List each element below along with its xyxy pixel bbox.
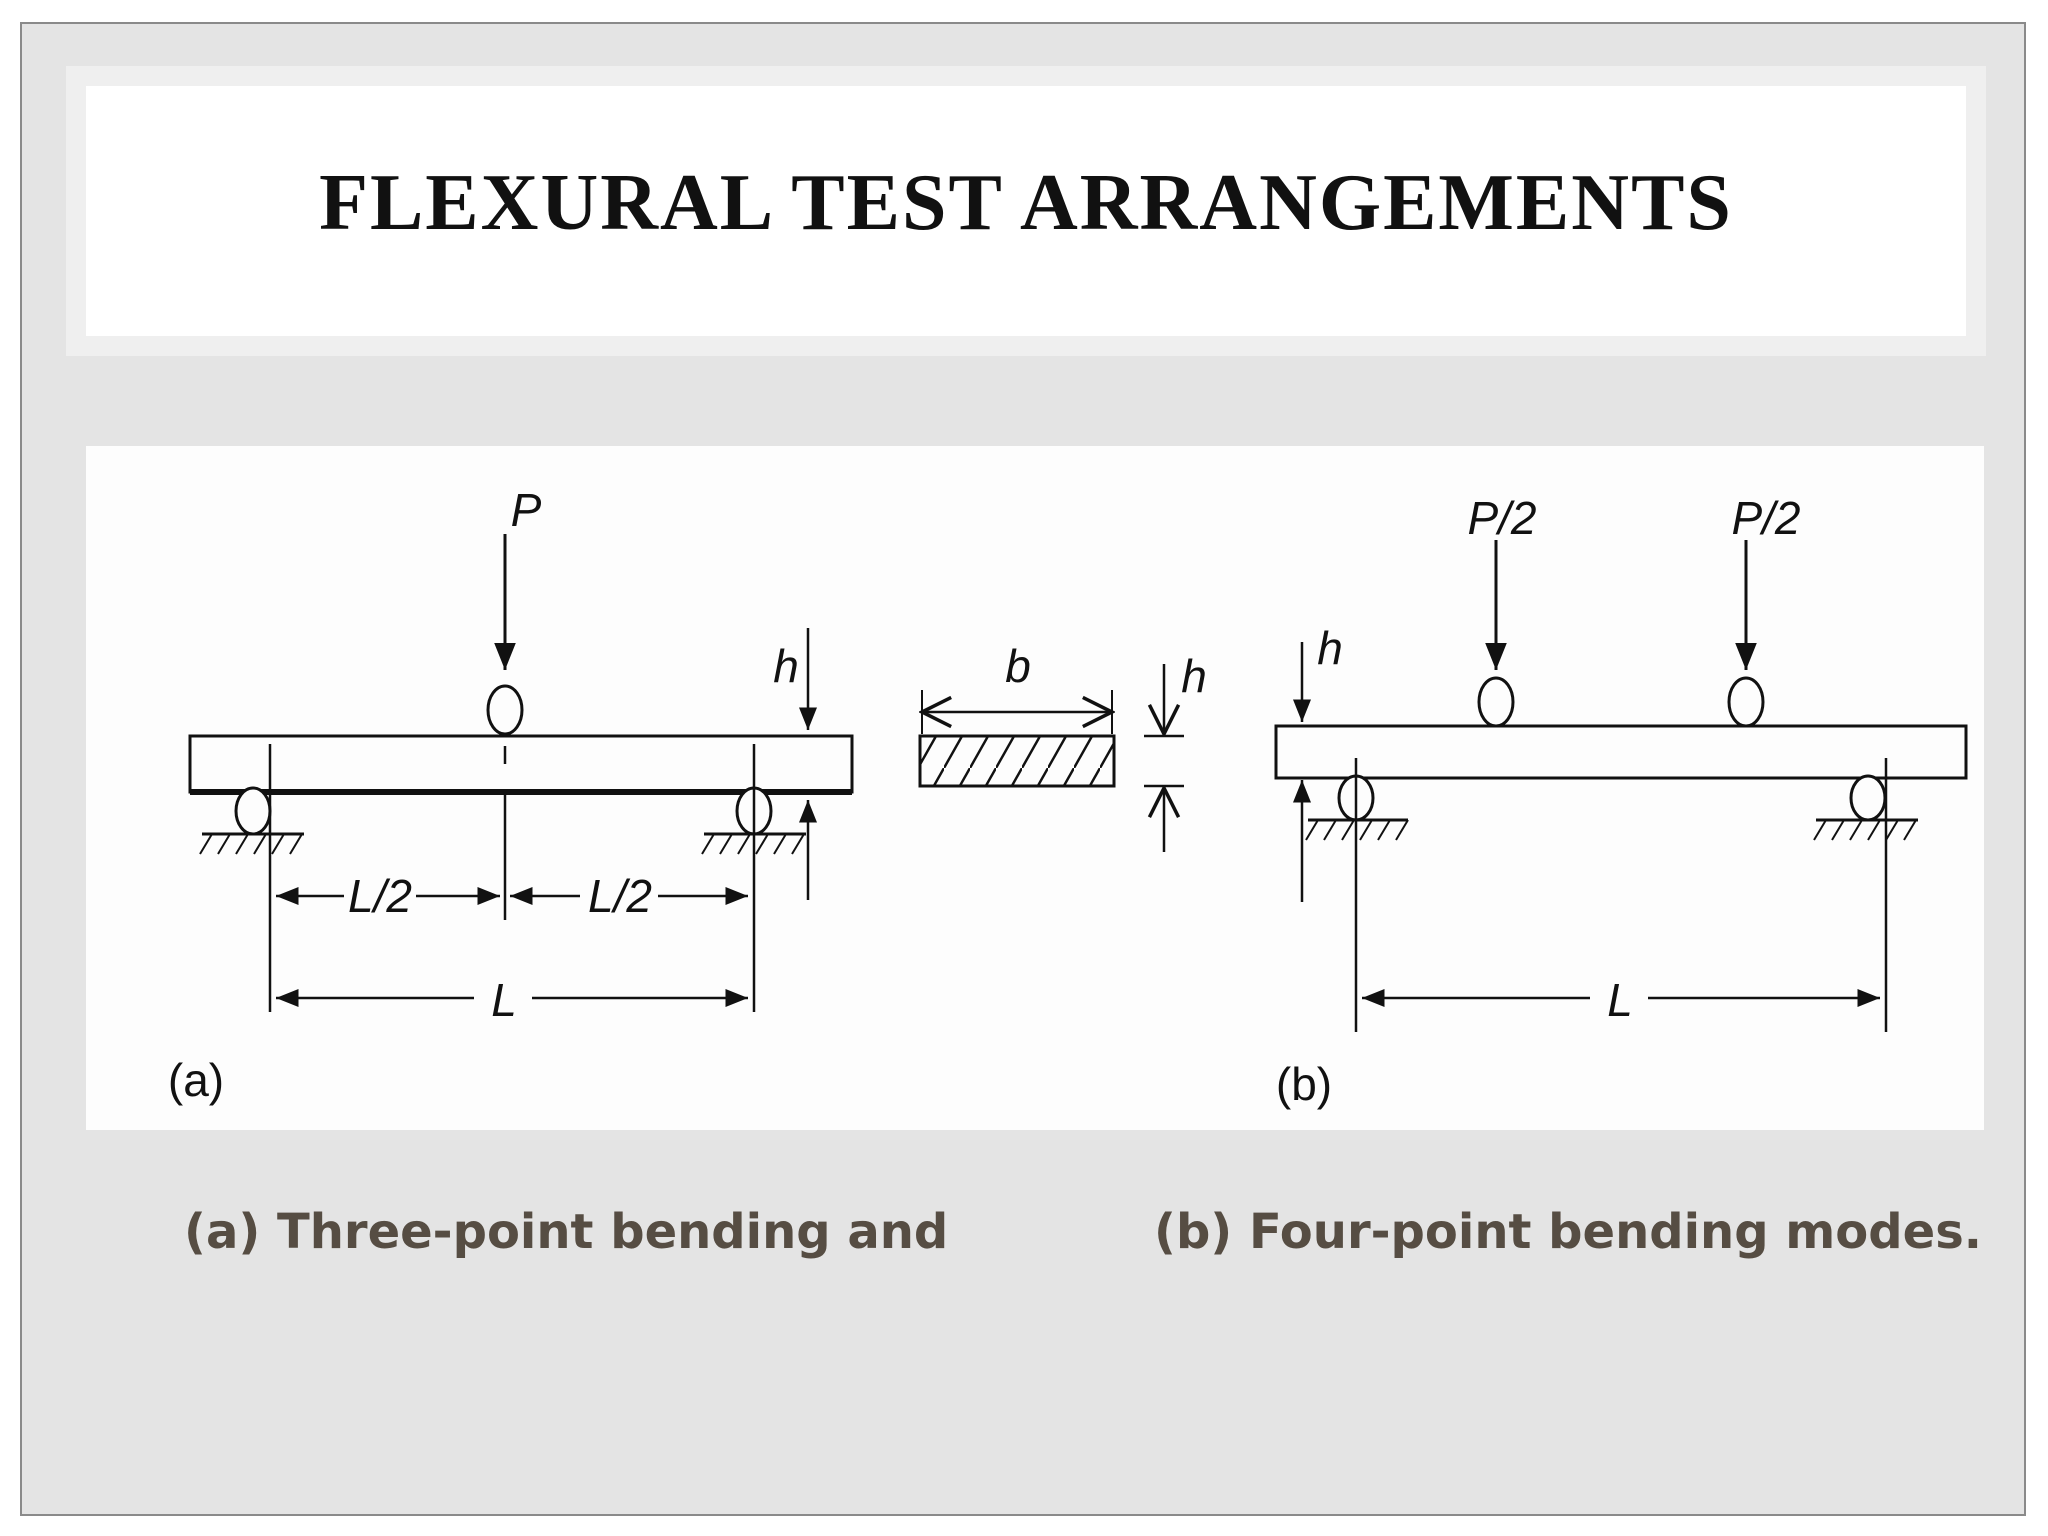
beam-b [1274, 724, 1968, 780]
flexural-diagram: P h L/2 L/2 L (a) b h [168, 484, 1968, 1110]
beam-a [188, 734, 854, 794]
three-point-setup [188, 534, 854, 1012]
flexural-test-figure: P h L/2 L/2 L (a) b h [86, 446, 1984, 1130]
load-label-b-left: P/2 [1467, 492, 1536, 544]
loading-roller-b-left [1477, 676, 1515, 728]
load-label-b-right: P/2 [1731, 492, 1800, 544]
four-point-setup [1274, 540, 1968, 1032]
load-label-a: P [511, 484, 542, 536]
span-label-a: L [491, 974, 517, 1026]
slide: FLEXURAL TEST ARRANGEMENTS [20, 22, 2026, 1516]
ground-hatch-a-left [199, 833, 303, 855]
support-roller-a-left [234, 786, 272, 836]
thickness-label-b: h [1317, 622, 1343, 674]
panel-label-a: (a) [168, 1054, 224, 1106]
cross-section-rect [918, 734, 1116, 788]
title-box: FLEXURAL TEST ARRANGEMENTS [86, 86, 1966, 336]
height-label-section: h [1181, 650, 1207, 702]
thickness-label-a: h [773, 640, 799, 692]
title-frame: FLEXURAL TEST ARRANGEMENTS [66, 66, 1986, 356]
slide-title: FLEXURAL TEST ARRANGEMENTS [319, 158, 1733, 247]
ground-hatch-a-right [701, 833, 805, 855]
caption-four-point: (b) Four-point bending modes. [1154, 1204, 1982, 1260]
half-span-label-a-right: L/2 [588, 870, 652, 922]
caption-three-point: (a) Three-point bending and [184, 1204, 949, 1260]
support-roller-b-right [1849, 774, 1887, 822]
ground-hatch-b-right [1813, 819, 1917, 841]
loading-roller-b-right [1727, 676, 1765, 728]
cross-section [918, 664, 1184, 852]
span-label-b: L [1607, 974, 1633, 1026]
half-span-label-a-left: L/2 [348, 870, 412, 922]
width-label-section: b [1005, 640, 1031, 692]
panel-label-b: (b) [1276, 1058, 1332, 1110]
loading-roller-a [486, 684, 524, 736]
ground-hatch-b-left [1305, 819, 1409, 841]
